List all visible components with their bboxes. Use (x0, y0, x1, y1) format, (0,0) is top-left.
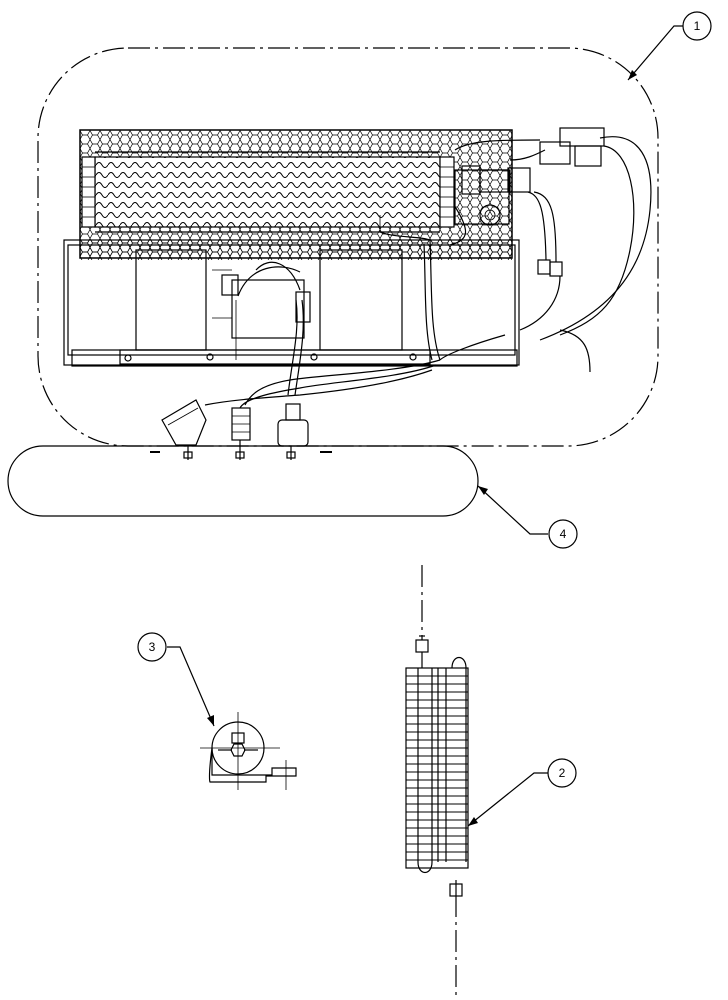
blower-motor (212, 261, 311, 360)
callout-4-label: 4 (560, 527, 567, 541)
callout-1: 1 (682, 11, 712, 41)
callout-2-label: 2 (559, 766, 566, 780)
callout-4: 4 (548, 519, 578, 549)
switches-and-connectors (150, 399, 332, 460)
callout-3: 3 (137, 632, 167, 662)
small-coil-part (405, 565, 469, 995)
callout-1-label: 1 (694, 19, 701, 33)
callout-3-label: 3 (149, 640, 156, 654)
leader-lines (167, 25, 683, 827)
clamp-part (200, 712, 297, 790)
fan-housing (63, 239, 520, 367)
bracket-outline (7, 445, 479, 517)
water-valve-assembly (379, 127, 652, 373)
heater-core-assembly (79, 129, 513, 259)
wiring-harness (204, 239, 506, 409)
callout-2: 2 (547, 758, 577, 788)
